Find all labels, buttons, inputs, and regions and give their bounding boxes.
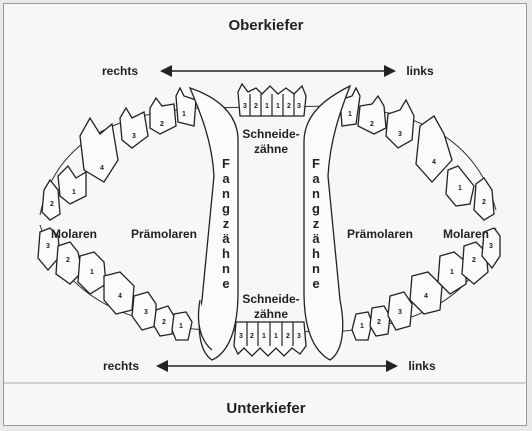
svg-text:4: 4 — [100, 165, 104, 172]
svg-text:3: 3 — [132, 133, 136, 140]
canine-label-letter: n — [222, 186, 230, 201]
svg-text:3: 3 — [297, 333, 301, 340]
svg-text:4: 4 — [424, 293, 428, 300]
svg-text:1: 1 — [182, 111, 186, 118]
upper-right-cheek-teeth: 1 2 3 4 1 2 — [42, 88, 196, 220]
svg-text:2: 2 — [370, 121, 374, 128]
upper-left-cheek-teeth: 1 2 3 4 1 2 — [340, 88, 494, 220]
svg-text:2: 2 — [254, 103, 258, 110]
svg-text:1: 1 — [458, 185, 462, 192]
svg-text:1: 1 — [90, 269, 94, 276]
lower-incisors-label-1: Schneide- — [242, 292, 299, 306]
upper-incisors-label-1: Schneide- — [242, 127, 299, 141]
canine-label-letter: n — [222, 261, 230, 276]
svg-text:2: 2 — [482, 199, 486, 206]
canine-label-letter: z — [313, 216, 320, 231]
canine-label-letter: a — [312, 171, 320, 186]
svg-text:1: 1 — [276, 103, 280, 110]
svg-text:2: 2 — [472, 257, 476, 264]
canine-label-letter: F — [222, 156, 230, 171]
svg-text:1: 1 — [265, 103, 269, 110]
svg-text:2: 2 — [160, 121, 164, 128]
svg-text:3: 3 — [239, 333, 243, 340]
svg-text:2: 2 — [377, 319, 381, 326]
upper-right-label: rechts — [102, 64, 138, 78]
canine-label-letter: g — [312, 201, 320, 216]
canine-right — [304, 86, 350, 360]
upper-incisors: 3 2 1 1 2 3 — [238, 84, 306, 116]
svg-text:1: 1 — [72, 189, 76, 196]
lower-direction-arrow — [156, 360, 398, 372]
canine-label-letter: e — [222, 276, 229, 291]
canine-label-letter: ä — [312, 231, 320, 246]
canine-label-letter: n — [312, 186, 320, 201]
svg-text:3: 3 — [243, 103, 247, 110]
svg-text:3: 3 — [489, 243, 493, 250]
lower-incisors: 3 2 1 1 2 3 — [234, 322, 306, 356]
canine-label-letter: z — [223, 216, 230, 231]
canine-label-letter: h — [222, 246, 230, 261]
canine-label-letter: n — [312, 261, 320, 276]
upper-left-label: links — [406, 64, 434, 78]
molars-label-right: Molaren — [443, 227, 489, 241]
svg-text:3: 3 — [398, 131, 402, 138]
molars-label-left: Molaren — [51, 227, 97, 241]
canine-left — [190, 88, 238, 360]
svg-text:3: 3 — [144, 309, 148, 316]
upper-jaw-title: Oberkiefer — [228, 17, 303, 34]
lower-incisors-label-2: zähne — [254, 307, 288, 321]
canine-label-letter: ä — [222, 231, 230, 246]
svg-text:2: 2 — [287, 103, 291, 110]
svg-text:4: 4 — [432, 159, 436, 166]
premolars-label-right: Prämolaren — [347, 227, 413, 241]
upper-incisors-label-2: zähne — [254, 142, 288, 156]
svg-text:1: 1 — [179, 323, 183, 330]
svg-text:3: 3 — [46, 243, 50, 250]
lower-jaw-title: Unterkiefer — [226, 400, 305, 417]
canine-label-letter: h — [312, 246, 320, 261]
svg-text:2: 2 — [286, 333, 290, 340]
lower-right-cheek-teeth: 3 2 1 4 3 2 1 — [38, 228, 192, 340]
svg-text:1: 1 — [274, 333, 278, 340]
lower-left-label: links — [408, 359, 436, 373]
upper-direction-arrow — [160, 65, 396, 77]
premolars-label-left: Prämolaren — [131, 227, 197, 241]
svg-text:1: 1 — [262, 333, 266, 340]
canine-label-letter: a — [222, 171, 230, 186]
svg-text:3: 3 — [297, 103, 301, 110]
svg-text:2: 2 — [50, 201, 54, 208]
svg-text:4: 4 — [118, 293, 122, 300]
svg-text:1: 1 — [348, 111, 352, 118]
svg-text:2: 2 — [162, 319, 166, 326]
svg-text:1: 1 — [360, 323, 364, 330]
canine-label-letter: g — [222, 201, 230, 216]
svg-text:2: 2 — [66, 257, 70, 264]
lower-left-cheek-teeth: 1 2 3 4 1 2 3 — [352, 228, 500, 340]
svg-text:1: 1 — [450, 269, 454, 276]
lower-right-label: rechts — [103, 359, 139, 373]
canine-label-letter: e — [312, 276, 319, 291]
svg-text:3: 3 — [398, 309, 402, 316]
svg-text:2: 2 — [250, 333, 254, 340]
canine-label-letter: F — [312, 156, 320, 171]
